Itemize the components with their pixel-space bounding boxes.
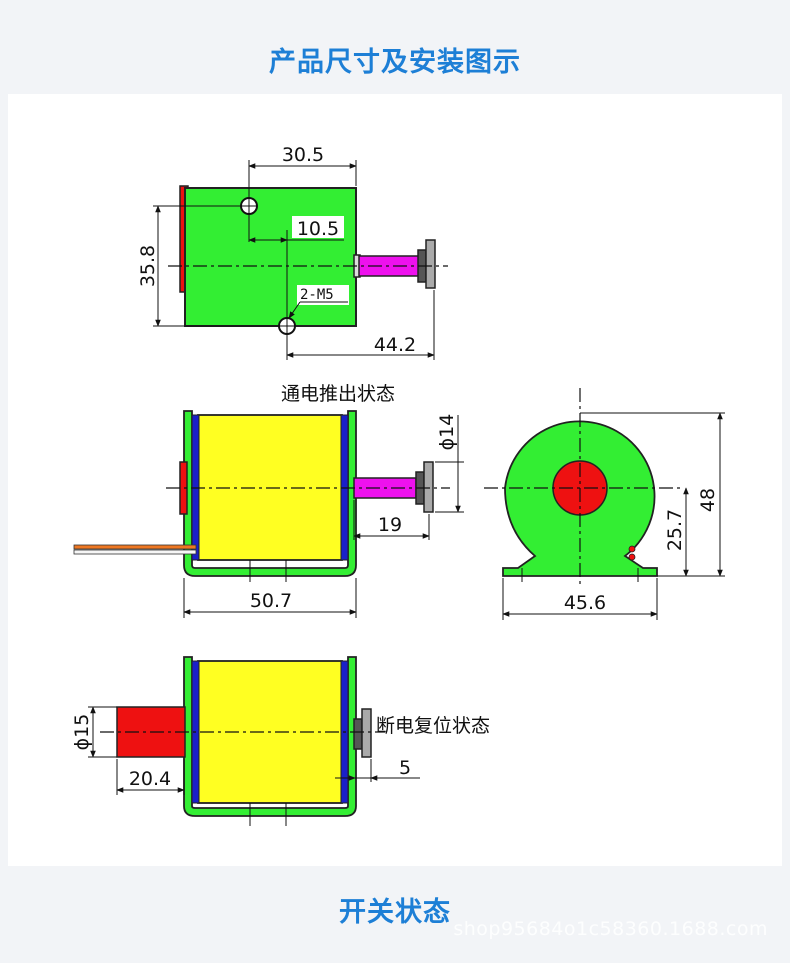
dim-end-width: 45.6 bbox=[564, 592, 606, 614]
label-deenergized: 断电复位状态 bbox=[376, 715, 490, 737]
dim-gap: 5 bbox=[399, 757, 411, 779]
dim-top-total: 44.2 bbox=[374, 334, 416, 356]
dim-top-thread: 2-M5 bbox=[300, 287, 334, 303]
dim-stroke: 19 bbox=[378, 514, 402, 536]
top-view: 30.5 10.5 35.8 2-M5 44.2 bbox=[137, 144, 448, 360]
lead-wire-red bbox=[73, 544, 197, 550]
side-view-energized: ϕ14 19 50.7 bbox=[73, 410, 464, 618]
section-title: 开关状态 bbox=[339, 897, 451, 928]
dim-top-height: 35.8 bbox=[137, 245, 159, 287]
bottom-end-cap bbox=[361, 708, 372, 758]
side-bracket bbox=[183, 410, 357, 577]
watermark-text: shop95684o1c58360.1688.com bbox=[453, 918, 768, 940]
dim-end-height: 48 bbox=[697, 488, 719, 512]
label-energized: 通电推出状态 bbox=[281, 383, 395, 405]
top-body bbox=[184, 187, 357, 327]
dim-tail-dia: ϕ15 bbox=[71, 714, 93, 751]
page-title: 产品尺寸及安装图示 bbox=[269, 47, 521, 78]
dim-body-length: 50.7 bbox=[250, 590, 292, 612]
dim-top-width: 30.5 bbox=[282, 144, 324, 166]
lead-wire-white bbox=[73, 549, 197, 555]
side-view-deenergized: ϕ15 20.4 5 bbox=[71, 656, 420, 826]
dim-plunger-dia: ϕ14 bbox=[436, 414, 458, 451]
top-end-cap bbox=[425, 239, 436, 289]
dim-end-center-height: 25.7 bbox=[664, 509, 686, 551]
dim-top-hole-offset: 10.5 bbox=[297, 218, 339, 240]
end-view: 48 25.7 45.6 bbox=[484, 388, 725, 620]
dim-tail-length: 20.4 bbox=[129, 768, 171, 790]
